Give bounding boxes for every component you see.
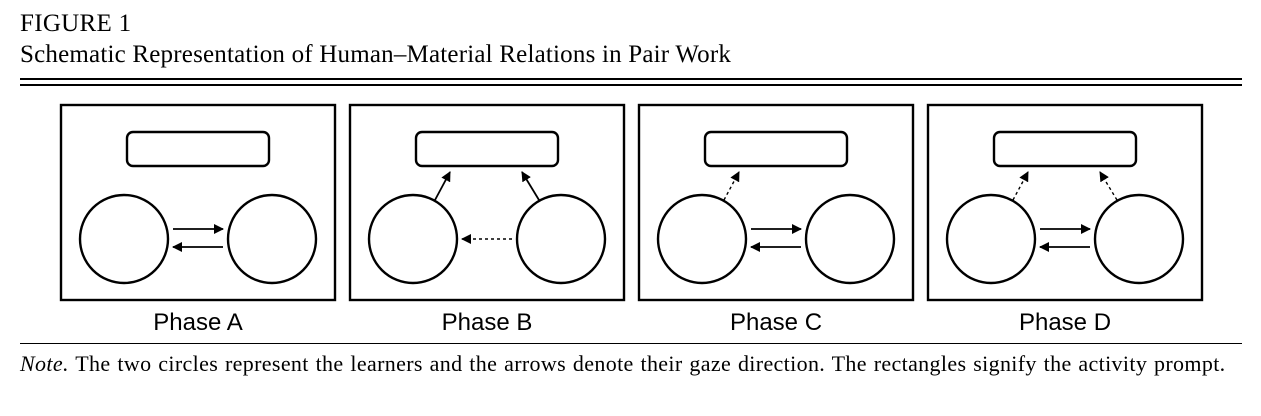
gaze-arrow-right-to-prompt — [521, 171, 540, 201]
learner-circle-left — [656, 193, 748, 285]
gaze-arrow-left-to-prompt — [1012, 171, 1029, 201]
title-rule-top — [20, 78, 1242, 80]
learner-circle-left — [945, 193, 1037, 285]
note-rule — [20, 343, 1242, 344]
panel-frame — [59, 103, 337, 302]
phase-label: Phase C — [730, 309, 822, 336]
phase-label: Phase D — [1019, 309, 1111, 336]
gaze-arrow-left-to-prompt — [434, 171, 451, 201]
panel-frame — [637, 103, 915, 302]
phase-panel: Phase D — [926, 103, 1204, 336]
panel-frame — [348, 103, 626, 302]
title-rule-bottom — [20, 84, 1242, 86]
phase-label: Phase B — [442, 309, 533, 336]
phase-panel: Phase A — [59, 103, 337, 336]
activity-prompt-rect — [992, 130, 1138, 168]
activity-prompt-rect — [414, 130, 560, 168]
learner-circle-right — [515, 193, 607, 285]
figure-note: Note. The two circles represent the lear… — [20, 348, 1242, 379]
figure-label: FIGURE 1 — [20, 10, 132, 37]
learner-circle-right — [226, 193, 318, 285]
learner-circle-right — [1093, 193, 1185, 285]
learner-circle-right — [804, 193, 896, 285]
note-lead: Note. — [20, 351, 69, 376]
note-text: The two circles represent the learners a… — [68, 351, 1226, 376]
gaze-arrow-right-to-prompt — [1099, 171, 1118, 201]
phase-panel: Phase B — [348, 103, 626, 336]
learner-circle-left — [367, 193, 459, 285]
gaze-arrow-left-to-prompt — [723, 171, 740, 201]
activity-prompt-rect — [125, 130, 271, 168]
phase-label: Phase A — [153, 309, 242, 336]
learner-circle-left — [78, 193, 170, 285]
panel-frame — [926, 103, 1204, 302]
phase-panel: Phase C — [637, 103, 915, 336]
activity-prompt-rect — [703, 130, 849, 168]
figure-title: Schematic Representation of Human–Materi… — [20, 41, 732, 68]
